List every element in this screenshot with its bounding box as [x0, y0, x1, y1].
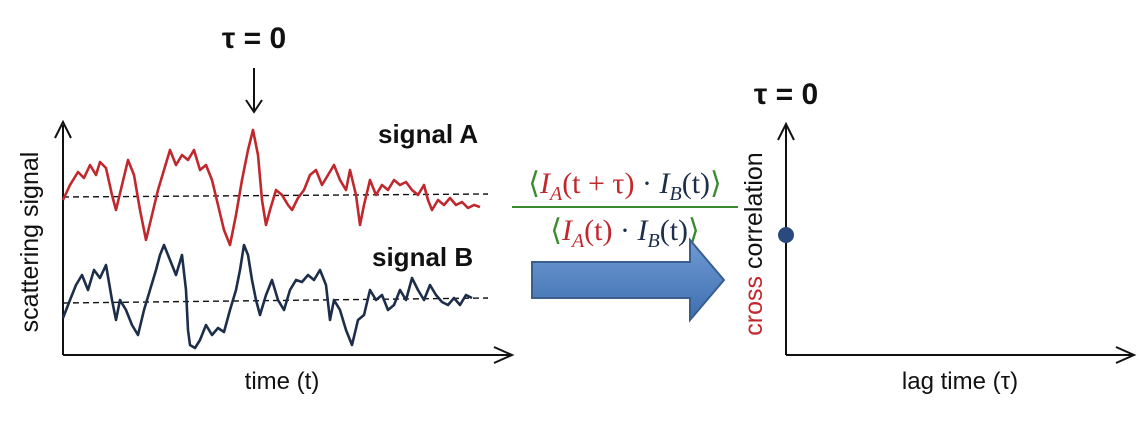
- formula-denominator: ⟨IA(t) · IB(t)⟩: [550, 214, 700, 252]
- left-y-axis: [54, 119, 72, 355]
- signal-b-label: signal B: [372, 242, 473, 272]
- signal-a-trace: [61, 128, 481, 247]
- tau-zero-label-left: τ = 0: [222, 22, 286, 55]
- formula-numerator: ⟨IA(t + τ) · IB(t)⟩: [528, 167, 722, 205]
- x-axis-label-time: time (t): [245, 368, 320, 395]
- x-axis-label-lag-time: lag time (τ): [902, 368, 1018, 395]
- left-x-axis: [63, 346, 515, 364]
- signal-b-mean-line: [62, 297, 489, 304]
- right-x-axis: [786, 346, 1137, 364]
- left-plot: τ = 0 scattering signal time (t) signal …: [16, 22, 515, 395]
- signal-a-label: signal A: [378, 119, 478, 149]
- block-arrow-right: [531, 237, 726, 323]
- tau-zero-label-right: τ = 0: [754, 78, 818, 111]
- correlation-point-tau-zero: [778, 227, 794, 243]
- signal-b-trace: [61, 243, 473, 350]
- y-axis-label-cross-correlation: cross correlation: [740, 152, 768, 335]
- y-axis-label-scattering-signal: scattering signal: [16, 152, 44, 333]
- tau-down-arrow: [245, 68, 263, 114]
- right-plot: τ = 0 cross correlation lag time (τ): [740, 78, 1137, 395]
- correlation-formula: ⟨IA(t + τ) · IB(t)⟩ ⟨IA(t) · IB(t)⟩: [512, 167, 738, 252]
